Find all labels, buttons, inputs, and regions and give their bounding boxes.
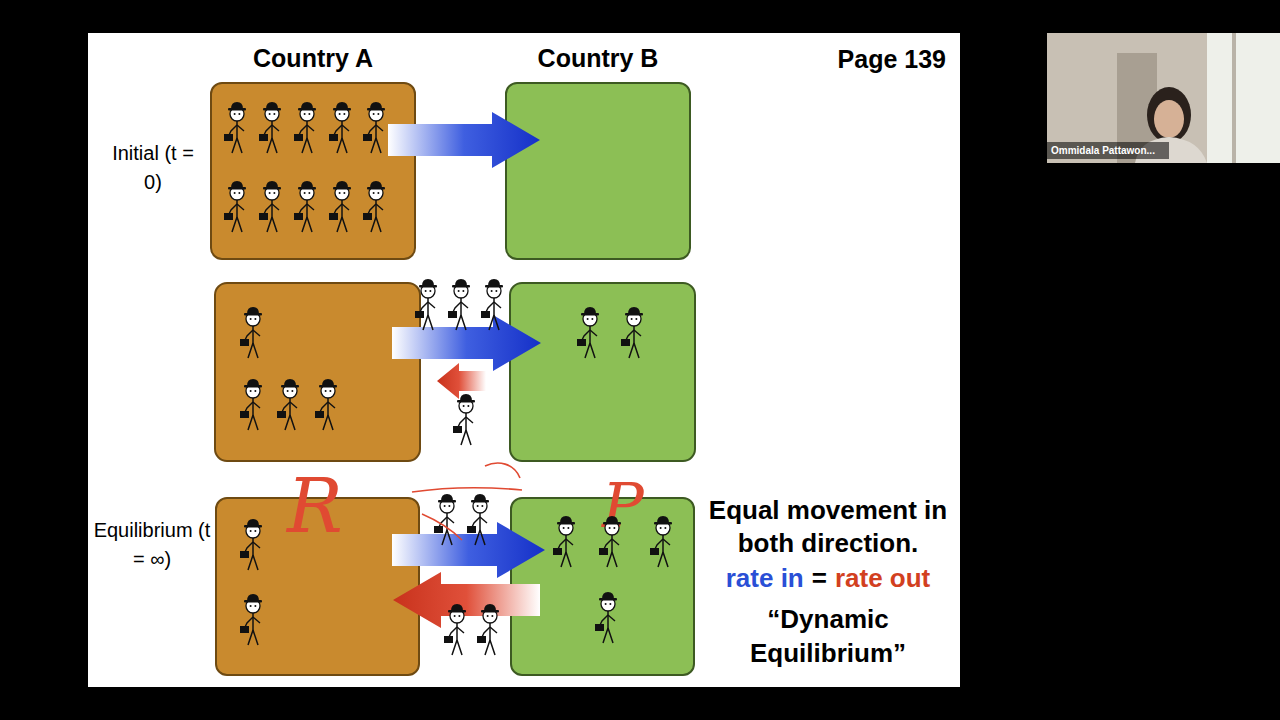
country-a-box [215,283,420,461]
annotation-stroke [412,488,522,492]
column-heading: Country A [182,44,444,73]
rate-out-text: rate out [835,562,930,594]
webcam-person-face [1154,100,1184,138]
flow-arrow [392,315,541,371]
country-b-box [510,283,695,461]
handwritten-note: R [287,469,343,543]
person [240,307,262,358]
person [415,279,437,330]
person [467,494,489,545]
person [481,279,503,330]
annotation-stroke [485,463,520,478]
equals-sign: = [812,562,827,594]
person [577,307,599,358]
person [448,279,470,330]
note-text: “Dynamic Equilibrium” [708,602,948,670]
person [315,379,337,430]
row-label: Equilibrium (t = ∞) [88,516,216,574]
annotation-stroke [422,514,462,540]
person [477,604,499,655]
page-number: Page 139 [790,44,946,74]
note-text: Equal movement in both direction. [708,494,948,560]
person [453,394,475,445]
webcam-window-frame [1232,33,1236,163]
webcam-person-hair [1147,87,1191,143]
person [434,494,456,545]
person [240,379,262,430]
row-label: Initial (t = 0) [103,139,203,197]
webcam-wall [1047,33,1280,163]
rate-row: rate in=rate out [698,562,958,594]
webcam-window [1207,33,1280,163]
flow-arrow [437,363,486,399]
rate-in-text: rate in [726,562,804,594]
country-a-box: R [215,497,420,676]
person [621,307,643,358]
person [277,379,299,430]
country-b-box: Country B [505,82,691,260]
participant-name: Ommidala Pattawon... [1051,144,1169,157]
column-heading: Country B [477,44,719,73]
person [444,604,466,655]
